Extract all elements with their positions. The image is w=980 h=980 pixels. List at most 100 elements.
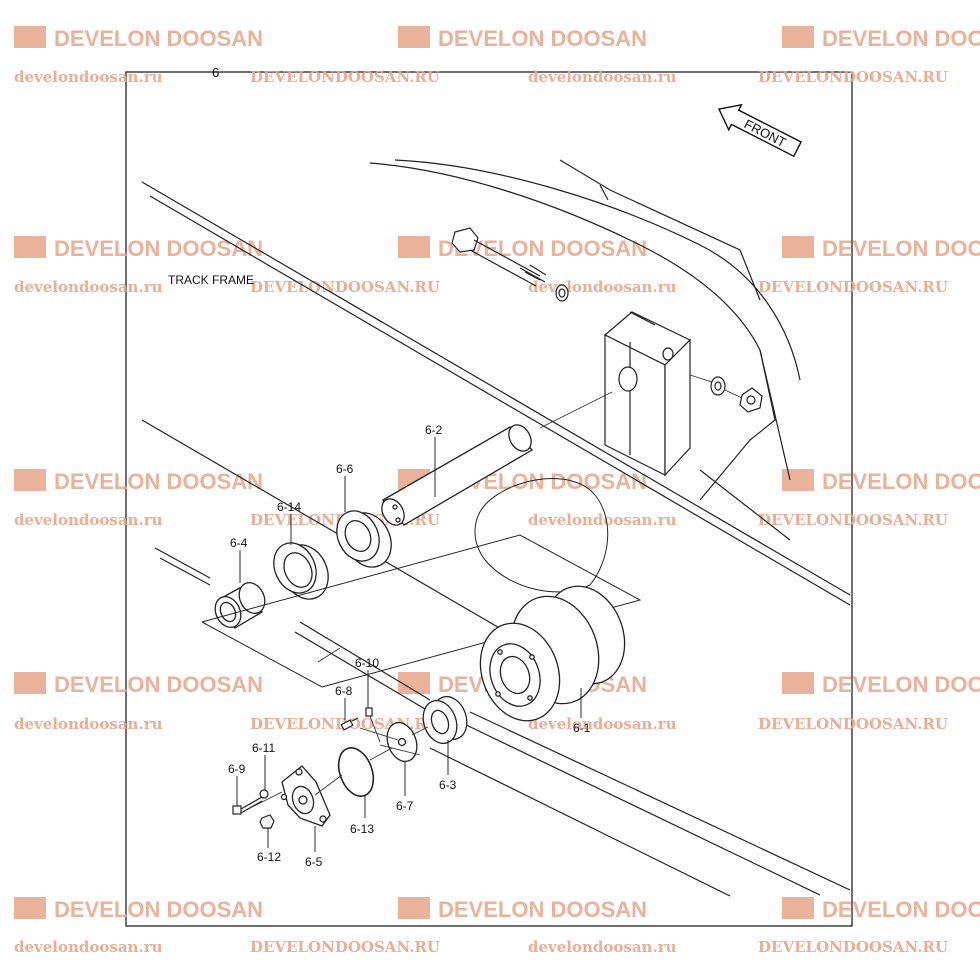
front-arrow-icon xyxy=(717,103,802,158)
washer-6-11 xyxy=(259,789,269,799)
watermark-logo: DEVELON DOOSAN xyxy=(782,897,980,922)
watermark-brand-text: DEVELON DOOSAN xyxy=(822,236,980,261)
collar-6-3 xyxy=(422,695,468,745)
diagram-border xyxy=(125,71,853,927)
bracket-block xyxy=(603,311,692,477)
label-6-11: 6-11 xyxy=(252,741,275,755)
watermark-logo: DEVELON DOOSAN xyxy=(14,26,263,51)
label-6-6: 6-6 xyxy=(336,462,354,476)
watermark-url: develondoosan.ru xyxy=(14,68,163,86)
watermark-url: develondoosan.ru xyxy=(528,511,677,529)
watermark-logo-icon xyxy=(14,897,46,919)
hardware xyxy=(232,707,373,829)
watermark-url: DEVELONDOOSAN.RU xyxy=(758,715,948,733)
watermark-brand-text: DEVELON DOOSAN xyxy=(438,26,647,51)
label-6-5: 6-5 xyxy=(305,855,323,869)
collar-6-14 xyxy=(273,542,329,600)
watermark-logo-icon xyxy=(14,236,46,258)
watermark-logo-icon xyxy=(398,236,430,258)
watermark-brand-text: DEVELON DOOSAN xyxy=(438,897,647,922)
bolt-6-8 xyxy=(340,717,359,731)
label-6-3: 6-3 xyxy=(439,778,457,792)
roller-upper-plane xyxy=(201,478,642,688)
watermark-logo: DEVELON DOOSAN xyxy=(782,236,980,261)
watermark-url: develondoosan.ru xyxy=(528,278,677,296)
watermark-url: develondoosan.ru xyxy=(528,68,677,86)
watermark-logo: DEVELON DOOSAN xyxy=(14,672,263,697)
watermark-brand-text: DEVELON DOOSAN xyxy=(54,672,263,697)
watermark-logo-icon xyxy=(14,469,46,491)
watermark-layer: DEVELON DOOSAN DEVELON DOOSAN DEVELON DOOS… xyxy=(14,26,980,956)
label-6-13: 6-13 xyxy=(350,822,374,836)
watermark-brand-text: DEVELON DOOSAN xyxy=(822,672,980,697)
watermark-logo-icon xyxy=(782,26,814,48)
sheet-number: 6 xyxy=(212,65,219,80)
watermark-logo-icon xyxy=(398,672,430,694)
track-frame xyxy=(141,159,851,897)
watermark-url: develondoosan.ru xyxy=(528,715,677,733)
axis-lines xyxy=(539,374,743,429)
watermark-brand-text: DEVELON DOOSAN xyxy=(822,897,980,922)
watermark-logo: DEVELON DOOSAN xyxy=(782,672,980,697)
front-label: FRONT xyxy=(742,116,789,150)
label-6-1: 6-1 xyxy=(573,721,591,735)
label-6-8: 6-8 xyxy=(335,684,353,698)
watermark-logo: DEVELON DOOSAN xyxy=(398,26,647,51)
dashed-axis xyxy=(249,647,429,809)
nut-6-12 xyxy=(259,814,275,829)
watermark-logo-icon xyxy=(782,897,814,919)
watermark-logo-icon xyxy=(782,672,814,694)
watermark-logo-icon xyxy=(14,26,46,48)
plug-6-10 xyxy=(365,707,373,717)
watermark-brand-text: DEVELON DOOSAN xyxy=(822,469,980,494)
watermark-logo: DEVELON DOOSAN xyxy=(782,469,980,494)
part-labels: 6-2 6-6 6-14 6-4 6-1 6-3 6-7 6-13 6-5 6-… xyxy=(228,423,591,869)
cover-6-5 xyxy=(280,765,331,827)
watermark-url: DEVELONDOOSAN.RU xyxy=(250,938,440,956)
watermark-logo: DEVELON DOOSAN xyxy=(14,897,263,922)
watermark-logo-icon xyxy=(398,897,430,919)
watermark-logo-icon xyxy=(782,469,814,491)
track-frame-label: TRACK FRAME xyxy=(168,273,254,287)
leader-lines xyxy=(236,437,582,852)
watermark-logo: DEVELON DOOSAN xyxy=(398,897,647,922)
watermark-brand-text: DEVELON DOOSAN xyxy=(54,897,263,922)
watermark-brand-text: DEVELON DOOSAN xyxy=(822,26,980,51)
label-6-4: 6-4 xyxy=(230,536,248,550)
watermark-url: develondoosan.ru xyxy=(14,715,163,733)
watermark-url: DEVELONDOOSAN.RU xyxy=(758,68,948,86)
shaft-6-2 xyxy=(381,424,534,526)
watermark-url: develondoosan.ru xyxy=(14,938,163,956)
bushing-6-4 xyxy=(214,581,266,629)
watermark-logo: DEVELON DOOSAN xyxy=(782,26,980,51)
watermark-logo: DEVELON DOOSAN xyxy=(14,236,263,261)
watermark-brand-text: DEVELON DOOSAN xyxy=(54,26,263,51)
label-6-2: 6-2 xyxy=(425,423,443,437)
label-6-12: 6-12 xyxy=(257,850,281,864)
watermark-url: develondoosan.ru xyxy=(14,511,163,529)
watermark-url: develondoosan.ru xyxy=(14,278,163,296)
label-6-10: 6-10 xyxy=(355,656,379,670)
watermark-logo: DEVELON DOOSAN xyxy=(398,236,647,261)
oring-6-13 xyxy=(337,747,375,797)
watermark-url: develondoosan.ru xyxy=(528,938,677,956)
watermark-url: DEVELONDOOSAN.RU xyxy=(250,278,440,296)
watermark-logo: DEVELON DOOSAN xyxy=(14,469,263,494)
label-6-14: 6-14 xyxy=(277,500,301,514)
watermark-brand-text: DEVELON DOOSAN xyxy=(54,469,263,494)
seal-6-6 xyxy=(336,510,392,568)
watermark-url: DEVELONDOOSAN.RU xyxy=(758,278,948,296)
watermark-logo-icon xyxy=(782,236,814,258)
label-6-9: 6-9 xyxy=(228,762,246,776)
watermark-url: DEVELONDOOSAN.RU xyxy=(250,68,440,86)
roller-6-1 xyxy=(479,585,626,722)
mounting-bolt xyxy=(451,227,763,413)
watermark-logo-icon xyxy=(14,672,46,694)
watermark-logo-icon xyxy=(398,26,430,48)
watermark-url: DEVELONDOOSAN.RU xyxy=(758,938,948,956)
label-6-7: 6-7 xyxy=(396,799,414,813)
watermark-url: DEVELONDOOSAN.RU xyxy=(758,511,948,529)
watermark-brand-text: DEVELON DOOSAN xyxy=(54,236,263,261)
front-arrow: FRONT xyxy=(717,103,802,158)
